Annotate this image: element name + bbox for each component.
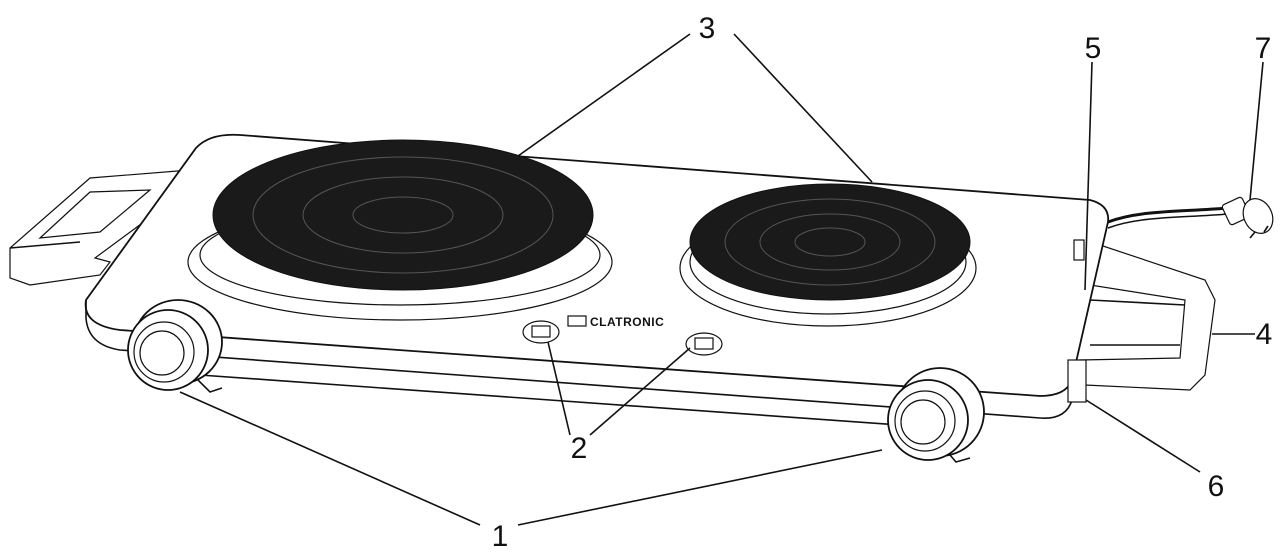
callout-4: 4: [1256, 318, 1273, 351]
callout-7: 7: [1255, 32, 1272, 65]
brand-text: CLATRONIC: [590, 315, 664, 329]
thermostat-socket: [1067, 239, 1087, 403]
callout-6: 6: [1208, 470, 1225, 503]
plug-icon: [1221, 196, 1274, 239]
right-hot-plate: [679, 183, 977, 327]
indicator-lamp-left: [522, 320, 560, 344]
left-hot-plate: [187, 139, 613, 321]
left-temperature-knob: [127, 299, 223, 393]
left-handle: [9, 169, 201, 286]
leader-lines: [179, 33, 1264, 526]
callout-1: 1: [492, 520, 509, 552]
callout-5: 5: [1085, 32, 1102, 65]
callout-3: 3: [699, 12, 716, 45]
indicator-lamp-right: [685, 332, 723, 356]
right-temperature-knob: [887, 367, 985, 463]
callout-2: 2: [571, 432, 588, 465]
brand-logo: CLATRONIC: [567, 315, 664, 329]
power-cord: [1107, 206, 1229, 229]
right-handle: [1079, 239, 1216, 391]
